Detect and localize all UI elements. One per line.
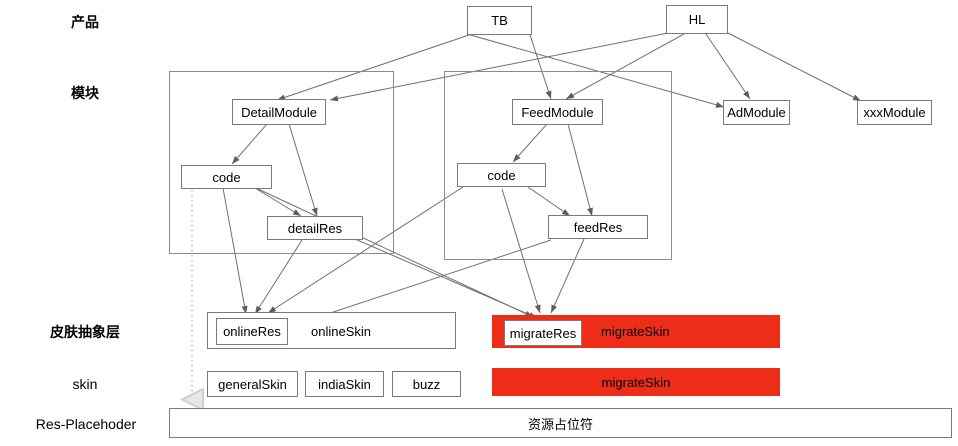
row-label-res-placeholder: Res-Placehoder (35, 416, 137, 432)
label-migrate-skin-abstract: migrateSkin (601, 324, 670, 339)
group-feed-module (444, 71, 672, 260)
node-ad-module[interactable]: AdModule (723, 100, 790, 125)
band-res-placeholder[interactable]: 资源占位符 (169, 408, 952, 438)
node-online-res[interactable]: onlineRes (216, 318, 288, 345)
row-label-module: 模块 (71, 85, 99, 101)
node-buzz[interactable]: buzz (392, 371, 461, 397)
row-label-skin-abstract: 皮肤抽象层 (50, 324, 120, 340)
node-feed-res[interactable]: feedRes (548, 215, 648, 239)
node-detail-res[interactable]: detailRes (267, 216, 363, 240)
node-tb[interactable]: TB (467, 6, 532, 35)
node-general-skin[interactable]: generalSkin (207, 371, 298, 397)
node-feed-module[interactable]: FeedModule (512, 99, 603, 125)
row-label-product: 产品 (71, 14, 99, 30)
edge-hl-admodule (705, 33, 751, 100)
group-detail-module (169, 71, 394, 254)
node-feed-code[interactable]: code (457, 163, 546, 187)
node-migrate-res[interactable]: migrateRes (504, 320, 582, 346)
node-india-skin[interactable]: indiaSkin (305, 371, 384, 397)
node-xxx-module[interactable]: xxxModule (857, 100, 932, 125)
label-online-skin: onlineSkin (311, 324, 371, 339)
node-migrate-skin[interactable]: migrateSkin (492, 368, 780, 396)
label-migrate-skin: migrateSkin (601, 374, 671, 390)
node-detail-code[interactable]: code (181, 165, 272, 189)
node-hl[interactable]: HL (666, 5, 728, 34)
row-label-skin: skin (72, 376, 98, 392)
label-res-placeholder: 资源占位符 (527, 416, 593, 432)
node-detail-module[interactable]: DetailModule (232, 99, 326, 125)
edge-hl-xxxmodule (727, 32, 862, 102)
